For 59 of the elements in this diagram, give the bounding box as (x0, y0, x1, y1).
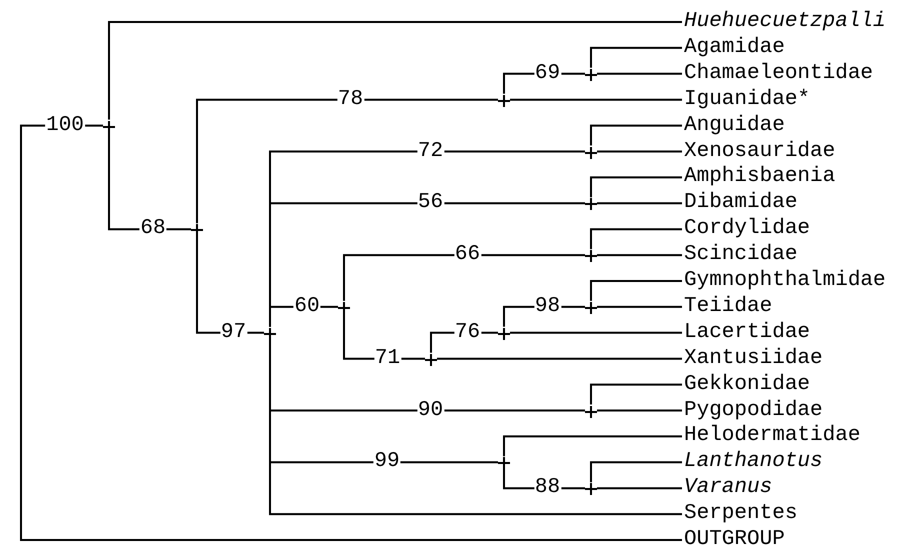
branch-line (597, 306, 682, 308)
taxon-label: Lacertidae (684, 322, 810, 344)
junction-mark (585, 146, 597, 158)
junction-mark (191, 223, 203, 236)
taxon-label: Varanus (684, 477, 772, 500)
taxon-label: Iguanidae* (684, 88, 810, 111)
taxon-label: Xenosauridae (684, 140, 836, 162)
taxon-label: Cordylidae (684, 218, 810, 240)
branch-line (590, 384, 682, 404)
taxon-label: Scincidae (684, 244, 798, 266)
taxon-label: Dibamidae (684, 192, 798, 214)
branch-line (590, 46, 682, 68)
junction-mark (585, 300, 597, 313)
junction-mark (585, 482, 597, 494)
junction-mark (585, 68, 597, 80)
branch-line (597, 254, 682, 256)
branch-line (196, 98, 498, 224)
branch-line (590, 461, 682, 482)
taxon-label: Gekkonidae (684, 374, 810, 396)
junction-mark (425, 352, 437, 365)
taxon-label: Helodermatidae (684, 425, 860, 448)
junction-mark (498, 326, 510, 339)
junction-mark (585, 197, 597, 210)
branch-line (510, 332, 682, 334)
taxon-label: Gymnophthalmidae (684, 270, 886, 292)
branch-line (590, 176, 682, 198)
branch-line (597, 72, 682, 75)
junction-mark (585, 404, 597, 416)
junction-mark (498, 94, 510, 106)
junction-mark (498, 456, 510, 468)
branch-line (503, 435, 682, 456)
branch-line (437, 358, 682, 360)
branch-line (597, 150, 682, 152)
branch-line (269, 338, 682, 516)
branch-line (108, 21, 682, 120)
branch-line (597, 487, 682, 490)
taxon-label: Teiidae (684, 296, 772, 318)
taxon-label: Xantusiidae (684, 348, 823, 370)
junction-mark (103, 120, 115, 132)
taxon-label: Huehuecuetzpalli (684, 11, 886, 33)
taxon-label: Serpentes (684, 503, 798, 526)
junction-mark (338, 300, 350, 313)
branch-line (597, 410, 682, 412)
taxon-label: Lanthanotus (684, 451, 823, 474)
branch-line (590, 280, 682, 301)
taxon-label: Chamaeleontidae (684, 62, 874, 85)
branch-line (590, 124, 682, 146)
taxon-label: Agamidae (684, 36, 785, 59)
junction-mark (264, 326, 276, 339)
junction-mark (585, 249, 597, 262)
taxon-label: Pygopodidae (684, 400, 823, 422)
branch-line (597, 202, 682, 204)
taxon-label: OUTGROUP (684, 529, 785, 548)
branch-line (510, 98, 682, 101)
branch-line (343, 254, 585, 301)
branch-line (20, 124, 682, 541)
taxon-label: Anguidae (684, 114, 785, 137)
taxon-label: Amphisbaenia (684, 166, 836, 188)
branch-line (590, 228, 682, 250)
